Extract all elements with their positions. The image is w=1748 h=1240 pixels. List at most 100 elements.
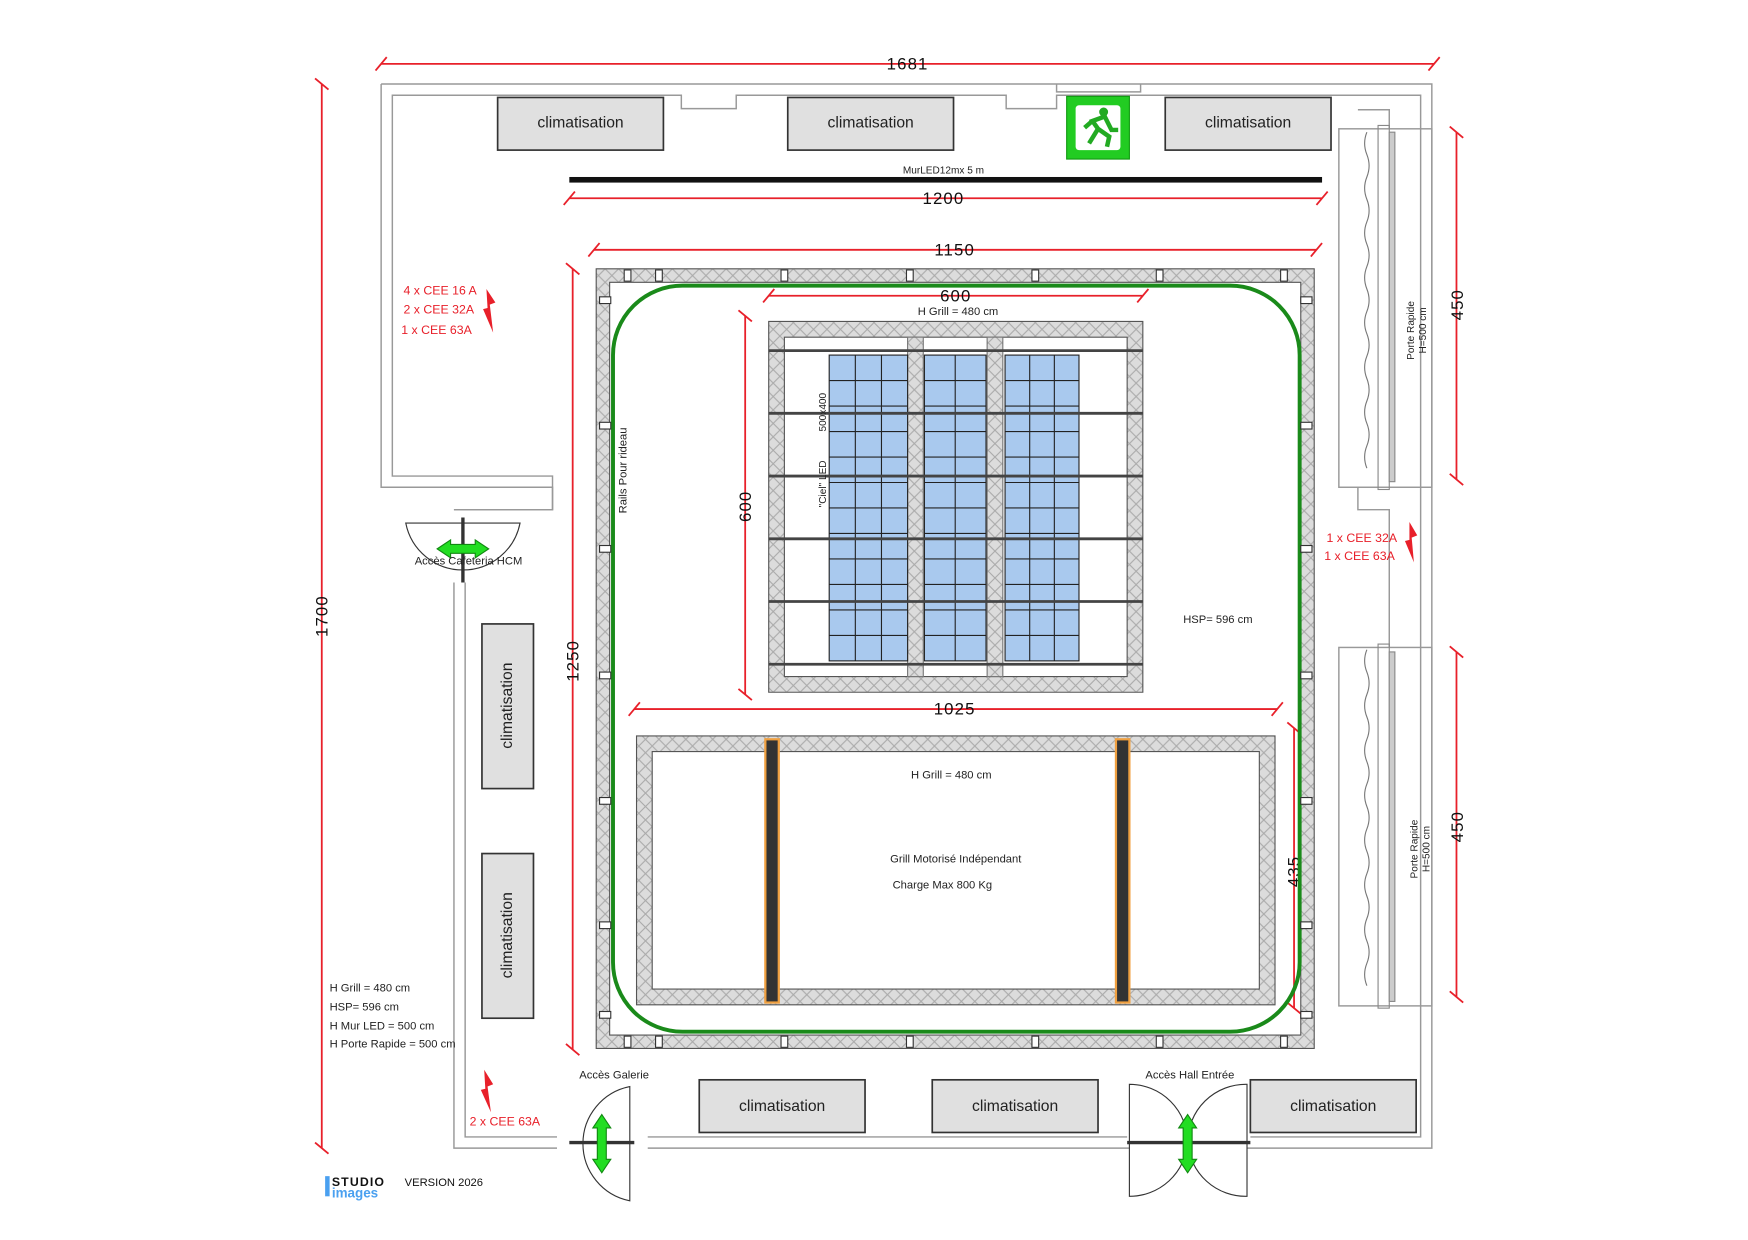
clamp (655, 1035, 663, 1048)
clim-left-1: climatisation (481, 623, 535, 790)
led-wall-label: MurLED12mx 5 m (903, 166, 984, 177)
clamp (599, 796, 612, 805)
dim-height: 1700 (312, 595, 331, 637)
svg-text:1 x CEE 63A: 1 x CEE 63A (1324, 549, 1395, 563)
clamp (1155, 269, 1164, 282)
dim-line-truss-w (587, 242, 1323, 258)
lightning-icon (480, 1069, 494, 1113)
clamp (1031, 1035, 1040, 1048)
clamp (599, 921, 612, 930)
svg-text:2 x CEE 63A: 2 x CEE 63A (470, 1115, 541, 1129)
power-bottom-left: 2 x CEE 63A (470, 1069, 541, 1129)
svg-text:Accès Cafeteria HCM: Accès Cafeteria HCM (415, 556, 523, 568)
svg-text:STUDIO: STUDIO (332, 1175, 385, 1189)
grill-title: Grill Motorisé Indépendant (890, 854, 1022, 866)
clamp (905, 269, 914, 282)
svg-text:climatisation: climatisation (537, 115, 623, 132)
main-truss (595, 268, 1315, 1050)
clamp (599, 421, 612, 430)
clamp (1300, 671, 1313, 680)
grill-h-grill: H Grill = 480 cm (911, 770, 992, 782)
double-arrow-icon (436, 538, 490, 559)
clamp (623, 269, 632, 282)
dim-line-grid-w (762, 288, 1150, 304)
dim-line-grill-w (627, 701, 1284, 717)
power-top-left: 4 x CEE 16 A 2 x CEE 32A 1 x CEE 63A (401, 284, 496, 337)
clamp (1280, 269, 1288, 282)
motorized-grill (635, 735, 1276, 1006)
svg-text:1 x CEE 32A: 1 x CEE 32A (1327, 531, 1398, 545)
height-legend: H Grill = 480 cm HSP= 596 cm H Mur LED =… (330, 982, 456, 1050)
clamp (905, 1035, 914, 1048)
studio-images-logo: STUDIO images (325, 1175, 385, 1200)
dim-width: 1681 (887, 54, 929, 73)
dim-grid-width: 600 (940, 286, 971, 305)
clamp (599, 296, 612, 305)
svg-text:2 x CEE 32A: 2 x CEE 32A (404, 303, 475, 317)
clim-top-2: climatisation (786, 96, 955, 151)
clamp (1300, 544, 1313, 553)
clim-bottom-2: climatisation (931, 1078, 1099, 1134)
dim-line-door-top (1449, 125, 1464, 486)
grid-ciel-label: "Ciel" LED (818, 460, 829, 507)
power-right: 1 x CEE 32A 1 x CEE 63A (1324, 521, 1418, 563)
clamp (599, 671, 612, 680)
svg-text:4 x CEE 16 A: 4 x CEE 16 A (404, 284, 478, 298)
clim-bottom-1: climatisation (698, 1078, 866, 1134)
dim-truss-height: 1250 (563, 640, 582, 682)
svg-text:climatisation: climatisation (828, 115, 914, 132)
svg-text:H Porte Rapide = 500 cm: H Porte Rapide = 500 cm (330, 1038, 456, 1050)
curtain-rail (611, 283, 1302, 1034)
clim-top-3: climatisation (1164, 96, 1332, 151)
svg-text:H Mur LED = 500 cm: H Mur LED = 500 cm (330, 1020, 435, 1032)
dimensions (314, 56, 1464, 1155)
clim-bottom-3: climatisation (1249, 1078, 1417, 1134)
svg-text:Accès Galerie: Accès Galerie (579, 1070, 649, 1082)
svg-text:climatisation: climatisation (739, 1098, 825, 1115)
svg-text:H=500 cm: H=500 cm (1418, 307, 1429, 353)
svg-text:H Grill = 480 cm: H Grill = 480 cm (330, 982, 411, 994)
door-galerie: Accès Galerie (569, 1070, 649, 1202)
clamp (623, 1035, 632, 1048)
clamp (1300, 296, 1313, 305)
svg-text:climatisation: climatisation (1205, 115, 1291, 132)
svg-text:Porte Rapide: Porte Rapide (1409, 819, 1420, 878)
led-ceiling-grid (768, 320, 1144, 693)
dim-line-led (563, 190, 1329, 206)
clamp (1031, 269, 1040, 282)
svg-text:Accès Hall Entrée: Accès Hall Entrée (1145, 1070, 1234, 1082)
clamp (780, 1035, 789, 1048)
clamp (780, 269, 789, 282)
svg-text:1 x CEE 63A: 1 x CEE 63A (401, 323, 472, 337)
rails-label: Rails Pour rideau (617, 428, 629, 514)
door-cafeteria: Accès Cafeteria HCM (405, 517, 523, 583)
hsp-label: HSP= 596 cm (1183, 614, 1252, 626)
version-label: VERSION 2026 (405, 1177, 483, 1189)
double-arrow-icon (1177, 1113, 1198, 1174)
clim-top-1: climatisation (496, 96, 665, 151)
dim-grid-height: 600 (736, 491, 755, 522)
walls (380, 83, 1433, 1149)
svg-text:images: images (332, 1185, 378, 1200)
clamp (1300, 921, 1313, 930)
svg-text:climatisation: climatisation (499, 663, 516, 749)
clamp (599, 544, 612, 553)
svg-text:Porte Rapide: Porte Rapide (1406, 301, 1417, 360)
double-arrow-icon (591, 1113, 612, 1174)
svg-text:climatisation: climatisation (499, 892, 516, 978)
dim-led-wall: 1200 (923, 189, 965, 208)
dim-line-height (314, 77, 330, 1155)
porte-rapide-bottom: Porte Rapide H=500 cm (1364, 643, 1433, 1009)
svg-text:H=500 cm: H=500 cm (1422, 826, 1433, 872)
clamp (1300, 421, 1313, 430)
dim-truss-width: 1150 (934, 240, 975, 259)
clamp (1300, 796, 1313, 805)
clamp (599, 1010, 612, 1019)
lightning-icon (1404, 521, 1418, 563)
dim-line-grid-h (737, 309, 753, 701)
clamp (1155, 1035, 1164, 1048)
grid-size-label: 500x400 (818, 392, 829, 431)
door-hall: Accès Hall Entrée (1127, 1070, 1251, 1197)
dim-grill-width: 1025 (934, 700, 976, 719)
